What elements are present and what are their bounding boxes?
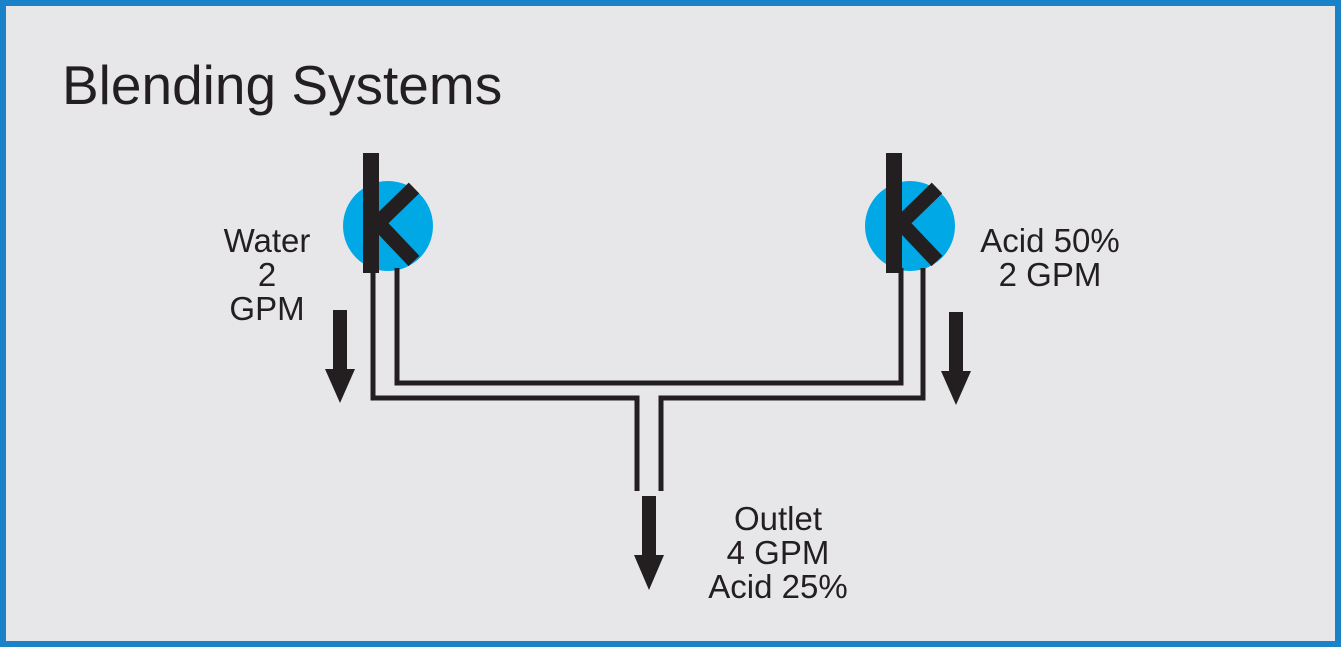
water-flow-arrow-icon [325,310,355,403]
water-label-line: GPM [229,290,305,327]
acid-label-line: Acid 50% [980,222,1120,259]
page-title: Blending Systems [62,54,503,116]
water-label-line: 2 [257,256,277,293]
acid-label-line: 2 GPM [998,256,1102,293]
outlet-label-line: Outlet [733,500,823,537]
water-label-line: Water [223,222,311,259]
water-valve-k-lower [372,217,420,267]
acid-valve-k-upper [895,182,943,229]
outlet-flow-arrow-icon [634,496,664,590]
acid-valve-icon [865,153,955,273]
acid-inlet-label: Acid 50% 2 GPM [965,224,1135,292]
water-valve-stem [363,153,379,273]
pipe-inner [394,268,904,386]
outlet-label: Outlet 4 GPM Acid 25% [690,502,866,604]
pipe-outer-right [658,268,926,491]
acid-flow-arrow-icon [941,312,971,405]
water-inlet-label: Water 2 GPM [205,224,329,326]
outlet-label-line: 4 GPM [726,534,830,571]
pipe-outer-left [370,268,640,491]
piping [370,268,926,491]
acid-valve-stem [886,153,902,273]
acid-valve-k-lower [895,217,943,267]
water-valve-k-upper [372,182,420,229]
outlet-label-line: Acid 25% [708,568,848,605]
water-valve-icon [343,153,433,273]
flow-arrows [325,310,971,590]
